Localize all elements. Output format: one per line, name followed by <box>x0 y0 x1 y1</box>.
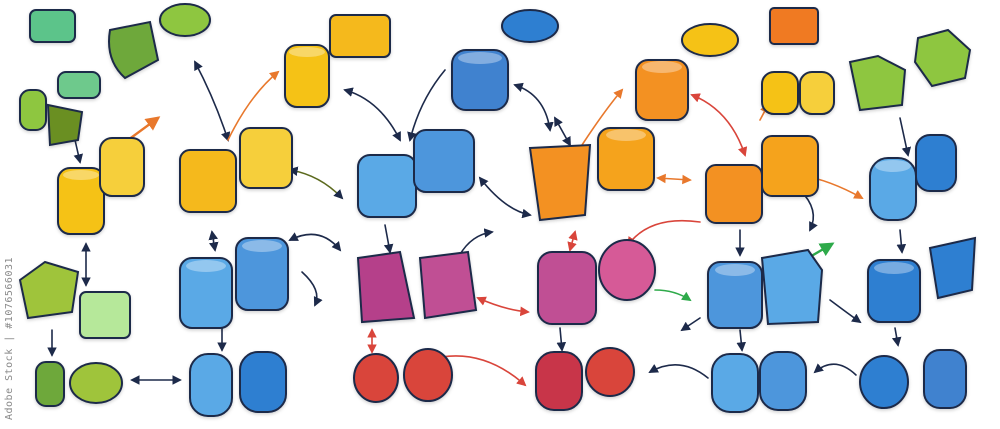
blue-open-box-node <box>760 248 824 326</box>
blue-shield-node <box>928 236 977 300</box>
green-cluster-right <box>848 28 972 112</box>
blue-box-node <box>357 154 417 218</box>
arrow-connector <box>194 60 231 142</box>
arrow-connector <box>648 363 709 379</box>
connector-arrows <box>47 60 976 387</box>
blue-pill-node <box>239 351 287 413</box>
green-pill-node <box>35 361 65 407</box>
green-round-node <box>159 3 211 37</box>
green-cluster-bottom-left <box>18 260 131 407</box>
blue-pill-node <box>711 353 759 413</box>
magenta-prism-node <box>356 250 416 324</box>
orange-cylinder-node <box>635 59 689 121</box>
stock-watermark: Adobe Stock | #1076566031 <box>4 256 15 420</box>
arrow-connector <box>829 299 862 324</box>
magenta-prism-node <box>418 250 478 320</box>
blue-pill-node <box>915 134 957 192</box>
yellow-box-node <box>239 127 293 189</box>
magenta-cluster <box>356 239 656 325</box>
yellow-cluster-left <box>57 14 391 235</box>
arrow-connector <box>736 329 747 352</box>
diagram-nodes <box>18 3 977 417</box>
green-round-node <box>69 362 123 404</box>
node-highlights <box>63 47 914 276</box>
green-cylinder-node <box>108 20 160 80</box>
arrow-connector <box>476 296 530 317</box>
light-green-cube-node <box>79 291 131 339</box>
arrow-connector <box>343 87 401 142</box>
arrow-connector <box>626 219 701 247</box>
blue-cylinder-node <box>867 259 921 323</box>
arrow-connector <box>567 230 578 252</box>
arrow-connector <box>288 166 344 200</box>
yellow-cylinder-node <box>799 71 835 115</box>
red-cluster-bottom <box>353 347 635 411</box>
blue-pill-node <box>869 157 917 221</box>
arrow-connector <box>227 70 280 141</box>
arrow-connector <box>656 173 692 185</box>
orange-box-node <box>705 164 763 224</box>
red-round-node <box>585 347 635 397</box>
teal-box-node <box>29 9 76 43</box>
orange-bucket-node <box>528 143 592 222</box>
green-hexagon-node <box>913 28 972 88</box>
blue-round-node <box>501 9 559 43</box>
blue-round-node <box>859 355 909 409</box>
green-pill-node <box>19 89 47 131</box>
teal-small-box-node <box>57 71 101 99</box>
arrow-connector <box>126 116 161 142</box>
green-box-node <box>18 260 80 320</box>
arrow-connector <box>581 88 624 146</box>
yellow-cylinder-node <box>99 137 145 197</box>
blue-pill-node <box>759 351 807 411</box>
blue-cluster-center <box>357 9 559 218</box>
blue-cluster-center-left <box>179 237 289 417</box>
arrow-connector <box>896 229 907 254</box>
arrow-connector <box>813 363 857 376</box>
arrow-connector <box>288 232 342 252</box>
pink-round-node <box>598 239 656 301</box>
blue-pill-node <box>189 353 233 417</box>
blue-cylinder-node <box>707 261 763 329</box>
yellow-box-node <box>329 14 391 58</box>
blue-box-node <box>413 129 475 193</box>
arrow-connector <box>690 93 748 157</box>
blue-cylinder-node <box>235 237 289 311</box>
arrow-connector <box>407 69 446 142</box>
red-round-node <box>353 353 399 403</box>
arrow-connector <box>891 327 902 347</box>
arrow-connector <box>478 176 532 219</box>
arrow-connector <box>513 82 554 132</box>
arrow-connector <box>301 271 323 307</box>
yellow-cylinder-node <box>284 44 330 108</box>
red-round-node <box>403 348 453 402</box>
arrow-connector <box>680 317 701 332</box>
orange-cylinder-node <box>597 127 655 191</box>
yellow-box-node <box>179 149 237 213</box>
yellow-disk-stack-node <box>681 23 739 57</box>
red-pill-node <box>535 351 583 411</box>
orange-cluster <box>528 7 835 224</box>
green-cluster-top-left <box>19 3 211 147</box>
pink-cylinder-node <box>537 251 597 325</box>
arrow-connector <box>554 116 571 147</box>
arrow-connector <box>654 289 692 302</box>
blue-pill-node <box>923 349 967 409</box>
arrow-connector <box>556 327 567 352</box>
blue-cylinder-node <box>451 49 509 111</box>
green-box-node <box>848 54 907 112</box>
yellow-cylinder-node <box>57 167 105 235</box>
yellow-cylinder-node <box>761 71 799 115</box>
arrow-connector <box>208 230 219 252</box>
arrow-connector <box>383 224 394 254</box>
orange-box-node <box>761 135 819 197</box>
green-shield-node <box>46 103 84 147</box>
blue-cylinder-node <box>179 257 233 329</box>
blue-cluster-right <box>707 134 977 413</box>
arrow-connector <box>899 117 912 157</box>
orange-crate-node <box>769 7 819 45</box>
arrow-connector <box>73 139 83 164</box>
